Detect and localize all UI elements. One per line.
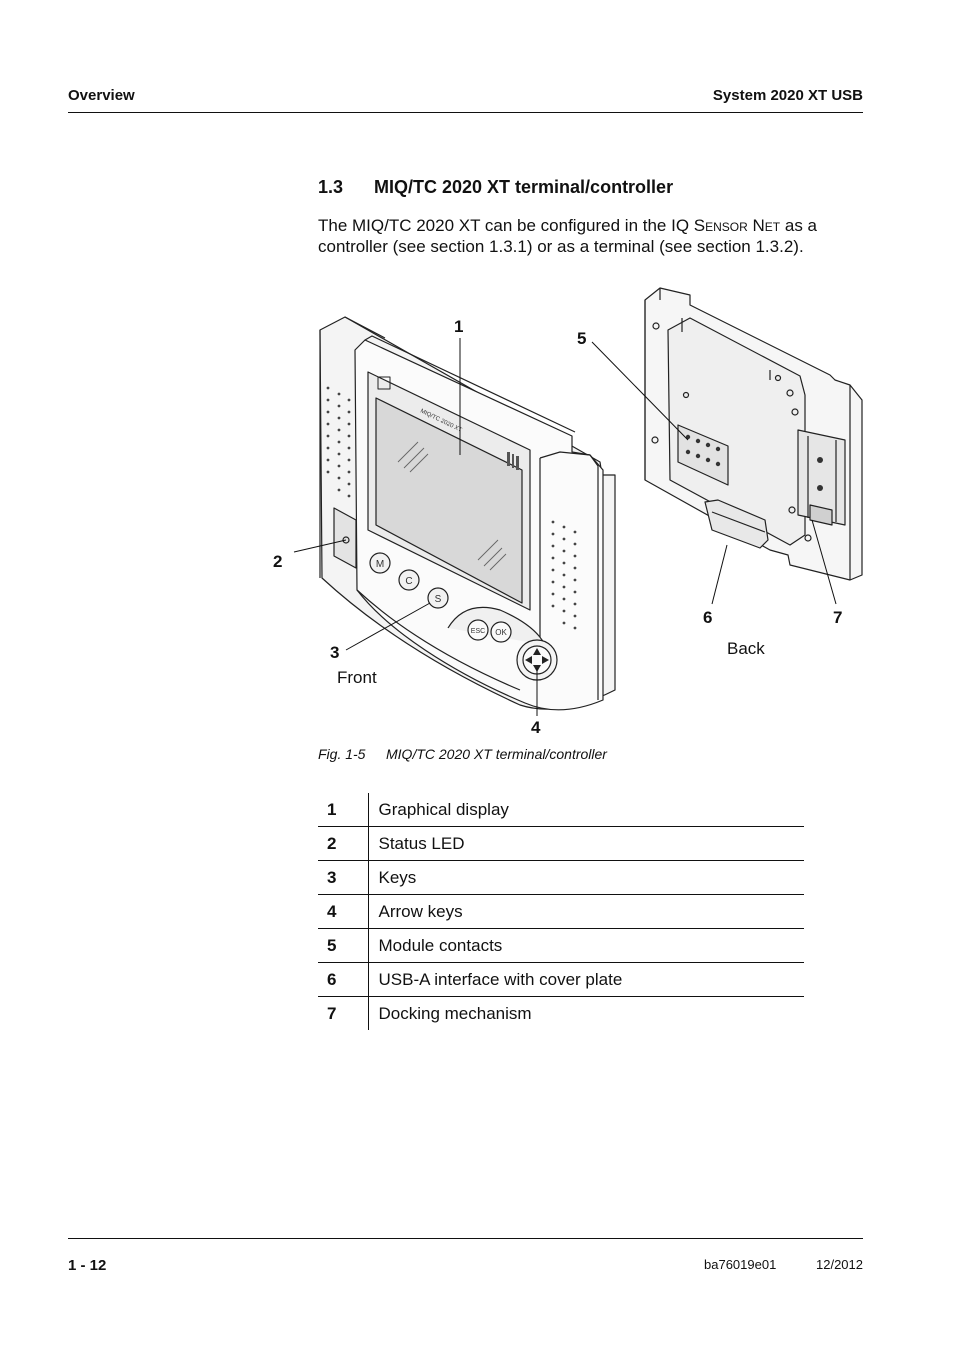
back-view-label: Back	[727, 639, 765, 658]
section-number: 1.3	[318, 177, 344, 197]
legend-number: 2	[318, 826, 369, 861]
key-c	[398, 569, 420, 591]
intro-text-2: as a controller (see section 1.3.1) or a…	[318, 216, 818, 256]
legend-description: Arrow keys	[368, 894, 804, 929]
legend-number: 6	[318, 962, 369, 997]
figure-caption: Fig. 1-5 MIQ/TC 2020 XT terminal/controll…	[318, 746, 607, 762]
key-ok-label: OK	[495, 628, 507, 637]
module-contacts	[677, 424, 729, 486]
section-heading: 1.3 MIQ/TC 2020 XT terminal/controller	[318, 177, 673, 198]
usb-cover-plate	[704, 499, 769, 549]
figure-caption-text: MIQ/TC 2020 XT terminal/controller	[386, 746, 607, 762]
intro-paragraph: The MIQ/TC 2020 XT can be configured in …	[318, 215, 858, 257]
legend-description: Module contacts	[368, 928, 804, 963]
status-led-window	[333, 507, 357, 569]
intro-text-1: The MIQ/TC 2020 XT can be configured in …	[318, 216, 694, 235]
graphical-display	[375, 397, 523, 604]
legend-number: 4	[318, 894, 369, 929]
callout-4: 4	[531, 718, 541, 737]
key-m	[369, 552, 391, 574]
legend-description: USB-A interface with cover plate	[368, 962, 804, 997]
legend-description: Docking mechanism	[368, 996, 804, 1030]
intro-smallcaps-sensor: Sensor	[693, 216, 748, 235]
key-ok	[490, 621, 512, 643]
legend-description: Status LED	[368, 826, 804, 861]
docking-mechanism	[797, 429, 846, 526]
document-id: ba76019e01	[704, 1257, 777, 1272]
callout-1: 1	[454, 317, 463, 336]
callout-2: 2	[273, 552, 282, 571]
speaker-grille-left	[326, 386, 351, 498]
legend-number: 5	[318, 928, 369, 963]
legend-number: 7	[318, 996, 369, 1030]
callout-3: 3	[330, 643, 339, 662]
running-header-left: Overview	[68, 87, 135, 104]
legend-number: 3	[318, 860, 369, 895]
key-s	[427, 587, 449, 609]
intro-smallcaps-net: Net	[752, 216, 781, 235]
figure-number: Fig. 1-5	[318, 746, 366, 762]
status-led	[342, 536, 350, 544]
callout-6: 6	[703, 608, 712, 627]
callout-5: 5	[577, 329, 586, 348]
key-esc-label: ESC	[471, 628, 485, 635]
legend-description: Keys	[368, 860, 804, 895]
key-c-label: C	[405, 576, 412, 587]
speaker-grille-right	[551, 520, 577, 630]
legend-description: Graphical display	[378, 799, 509, 819]
section-title: MIQ/TC 2020 XT terminal/controller	[374, 177, 674, 197]
running-header-right: System 2020 XT USB	[712, 87, 863, 104]
page-number: 1 - 12	[68, 1257, 107, 1274]
callout-7: 7	[833, 608, 842, 627]
table-row: 1 Graphical display	[318, 793, 804, 827]
device-figure: MIQ/TC 2020 XT M C S ESC OK	[273, 287, 863, 737]
header-rule	[68, 112, 863, 113]
front-view-label: Front	[337, 668, 377, 687]
document-date: 12/2012	[816, 1257, 863, 1272]
key-m-label: M	[376, 559, 384, 570]
key-s-label: S	[435, 594, 442, 605]
legend-number: 1	[318, 793, 369, 827]
footer-rule	[68, 1238, 863, 1239]
key-esc	[467, 619, 489, 641]
